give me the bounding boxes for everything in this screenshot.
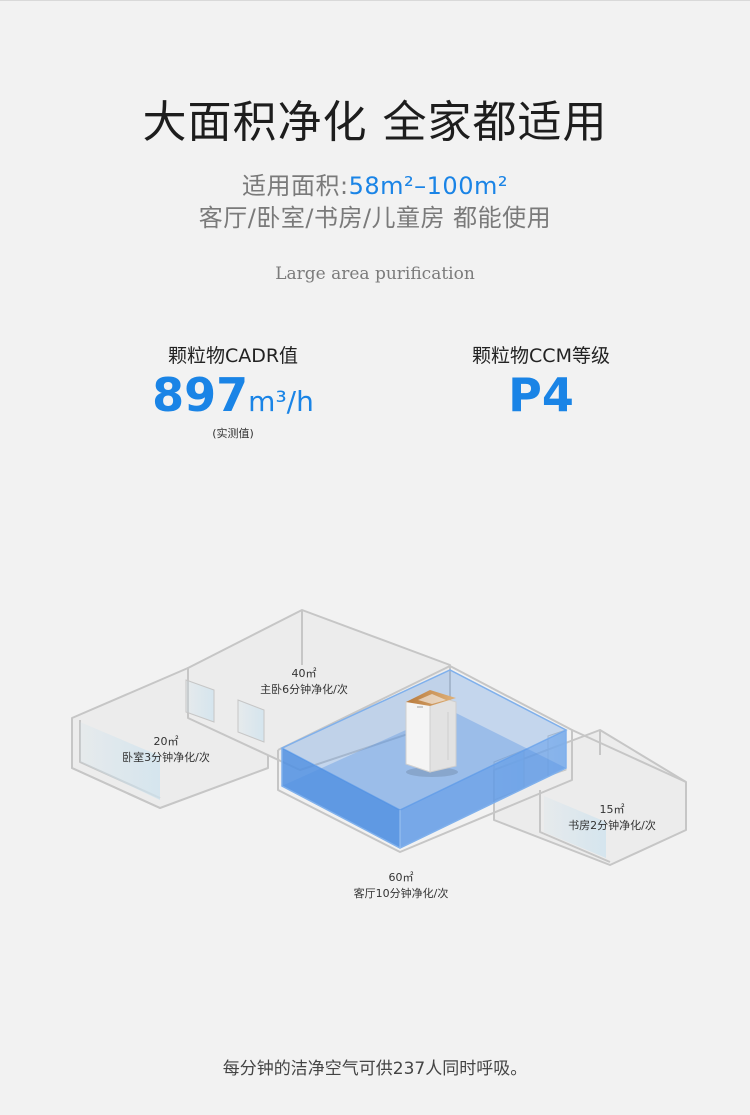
ccm-grade: P4 [508,368,574,422]
rooms-line: 客厅/卧室/书房/儿童房 都能使用 [198,204,552,232]
ccm-label: 颗粒物CCM等级 [472,345,610,367]
room-desc: 书房2分钟净化/次 [568,819,656,832]
cadr-value: 897m³/h [83,368,383,422]
page-title: 大面积净化 全家都适用 [142,97,608,148]
area-value: 58m²–100m² [348,172,508,200]
cadr-unit: m³/h [248,385,314,418]
room-label-living-room: 60㎡ 客厅10分钟净化/次 [326,870,476,902]
english-subtitle: Large area purification [275,264,475,284]
air-purifier-icon [405,690,458,777]
room-label-master-bedroom: 40㎡ 主卧6分钟净化/次 [234,666,374,698]
room-desc: 客厅10分钟净化/次 [353,887,449,900]
cadr-number: 897 [152,368,249,422]
room-area: 15㎡ [599,803,625,816]
cadr-label: 颗粒物CADR值 [167,345,299,367]
room-area: 40㎡ [291,667,317,680]
floor-plan-illustration [71,609,687,866]
cadr-note: (实测值) [212,427,254,440]
footer-text: 每分钟的洁净空气可供237人同时呼吸。 [222,1059,528,1079]
top-divider [0,0,750,1]
room-area: 20㎡ [153,735,179,748]
area-label: 适用面积: [242,172,349,200]
living-room-walls [277,665,687,853]
ccm-value: P4 [391,368,691,422]
room-label-bedroom: 20㎡ 卧室3分钟净化/次 [96,734,236,766]
area-line: 适用面积:58m²–100m² [0,166,750,201]
room-area: 60㎡ [388,871,414,884]
room-desc: 主卧6分钟净化/次 [260,683,348,696]
room-label-study: 15㎡ 书房2分钟净化/次 [542,802,682,834]
room-desc: 卧室3分钟净化/次 [122,751,210,764]
